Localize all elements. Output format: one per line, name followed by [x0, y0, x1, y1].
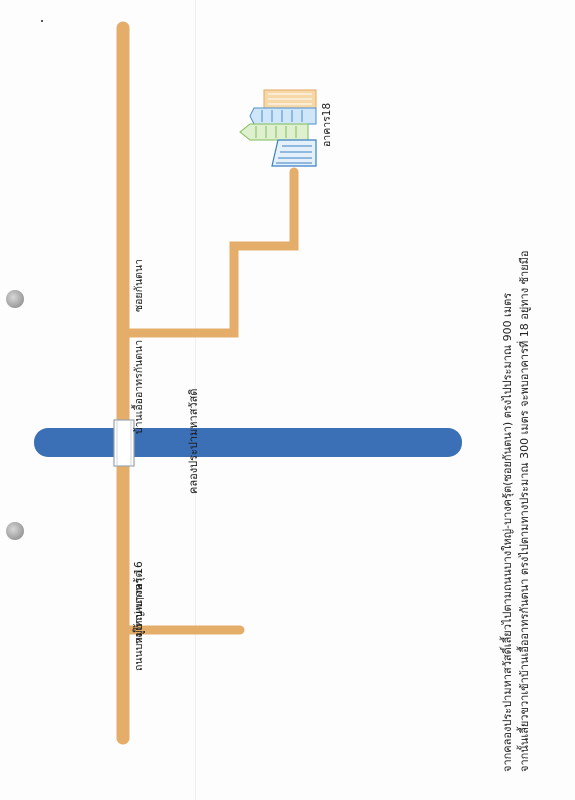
punch-hole-bottom	[6, 522, 24, 540]
canal	[34, 428, 462, 457]
direction-line-1: จากคลองประปามหาสวัสดิ์เลี้ยวไปตามถนนบางใ…	[501, 292, 514, 772]
canal-label: คลองประปามหาสวัสดิ	[187, 388, 200, 494]
direction-line-2: จากนั้นเลี้ยวขวาเข้าบ้านเอื้ออาทรกันตนา …	[518, 250, 531, 772]
entrance-label: บ้านเอื้ออาทรกันตนา	[133, 339, 145, 434]
soi-label: ซอยกันตนา	[133, 258, 145, 312]
entrance-road	[118, 167, 299, 338]
building-label: อาคาร18	[321, 102, 333, 147]
punch-hole-top	[6, 290, 24, 308]
building-cluster-icon	[239, 89, 317, 167]
village-label: หมู่บ้านพฤกษา 16	[133, 561, 145, 644]
bridge-icon	[113, 419, 135, 467]
paper-fold-line	[195, 0, 196, 800]
paper-speck	[41, 20, 43, 22]
